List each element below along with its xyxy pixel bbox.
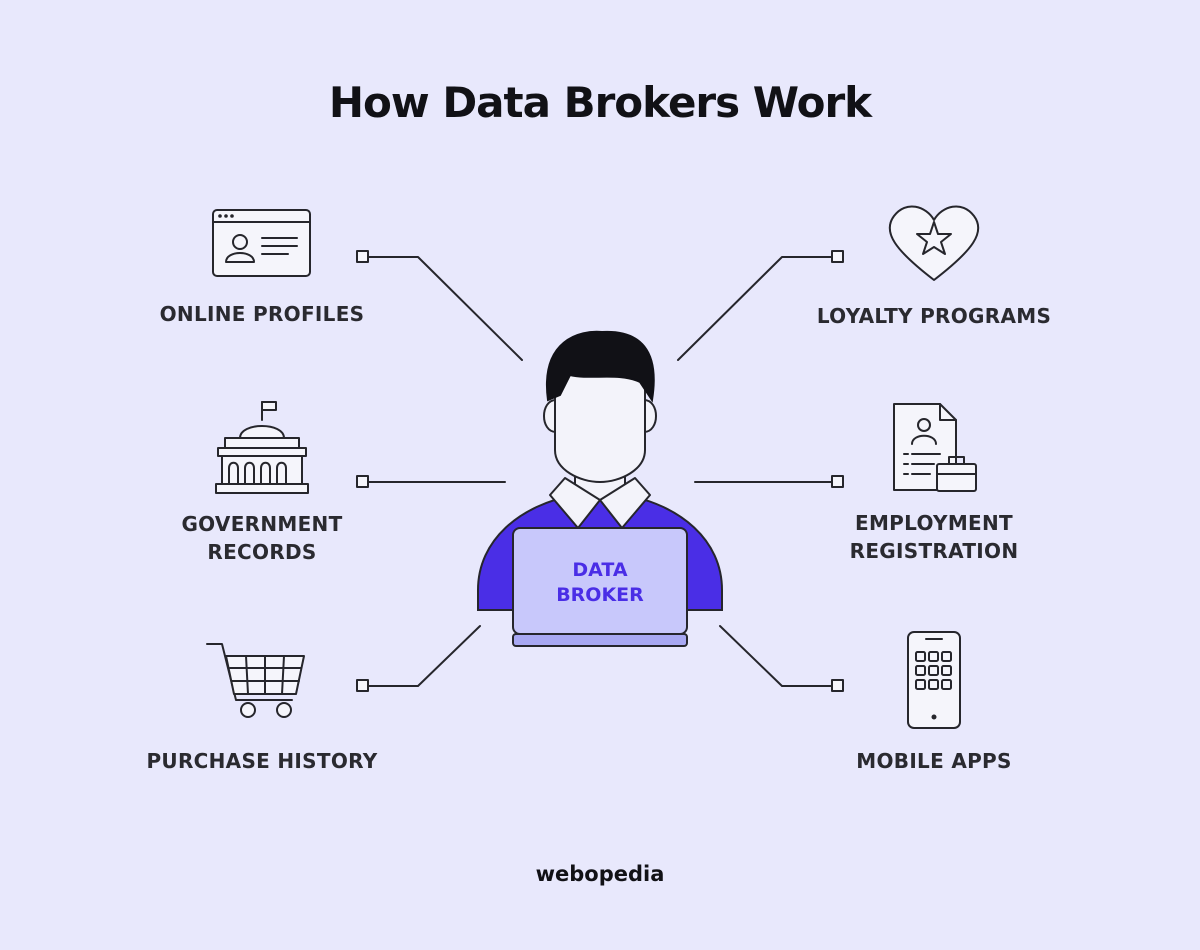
connector-node-employment-registration [831,475,844,488]
connector-node-mobile-apps [831,679,844,692]
connector-online-profiles [367,256,523,361]
mobile-phone-icon [907,631,961,729]
resume-briefcase-icon [893,403,977,492]
center-label-line1: DATA [572,559,627,581]
label-loyalty-programs: LOYALTY PROGRAMS [816,304,1052,328]
laptop-base [512,633,688,647]
connector-node-purchase-history [356,679,369,692]
data-broker-figure: DATA BROKER [477,330,723,647]
label-purchase-history: PURCHASE HISTORY [146,749,378,773]
label-government-line1: GOVERNMENT [181,512,343,536]
label-employment-line2: REGISTRATION [849,539,1019,563]
laptop-screen [512,527,688,635]
label-government-records: GOVERNMENT RECORDS [140,510,384,566]
page-title: How Data Brokers Work [328,78,872,127]
shopping-cart-icon [206,643,305,718]
heart-star-icon [888,205,980,281]
label-employment-registration: EMPLOYMENT REGISTRATION [806,509,1062,565]
connectors [356,250,844,692]
hair-shape [545,330,655,403]
government-building-icon [215,401,309,494]
connector-node-government-records [356,475,369,488]
label-mobile-apps: MOBILE APPS [856,749,1012,773]
label-online-profiles: ONLINE PROFILES [159,302,365,326]
connector-loyalty-programs [677,256,833,361]
brand-logo-text: webopedia [535,862,665,886]
label-employment-line1: EMPLOYMENT [855,511,1013,535]
connector-purchase-history [367,625,481,687]
connector-mobile-apps [719,625,833,687]
label-government-line2: RECORDS [207,540,317,564]
connector-node-loyalty-programs [831,250,844,263]
center-label-line2: BROKER [556,584,644,606]
profile-window-icon [212,209,311,277]
connector-node-online-profiles [356,250,369,263]
face-shape [554,371,646,484]
